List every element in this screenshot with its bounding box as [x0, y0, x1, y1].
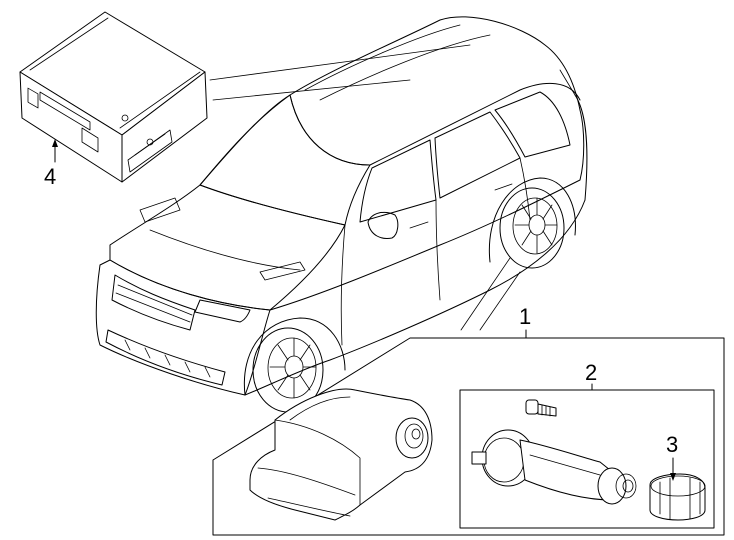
valve-stem-part — [471, 429, 637, 505]
valve-cap-part — [649, 473, 706, 521]
callout-3: 3 — [666, 432, 678, 481]
callout-4: 4 — [44, 139, 58, 189]
valve-screw-part — [525, 399, 557, 417]
callout-2-label: 2 — [585, 360, 597, 385]
valve-kit-frame — [459, 389, 715, 529]
callout-3-label: 3 — [666, 432, 678, 457]
vehicle-illustration — [95, 16, 588, 413]
module-leader-lines — [209, 44, 471, 101]
control-module-part — [19, 11, 208, 183]
callout-1: 1 — [460, 257, 531, 339]
callout-2: 2 — [585, 360, 597, 391]
callout-1-label: 1 — [519, 304, 531, 329]
tpms-sensor-part — [249, 388, 433, 521]
kit-frame — [212, 337, 725, 536]
callout-4-label: 4 — [44, 164, 56, 189]
